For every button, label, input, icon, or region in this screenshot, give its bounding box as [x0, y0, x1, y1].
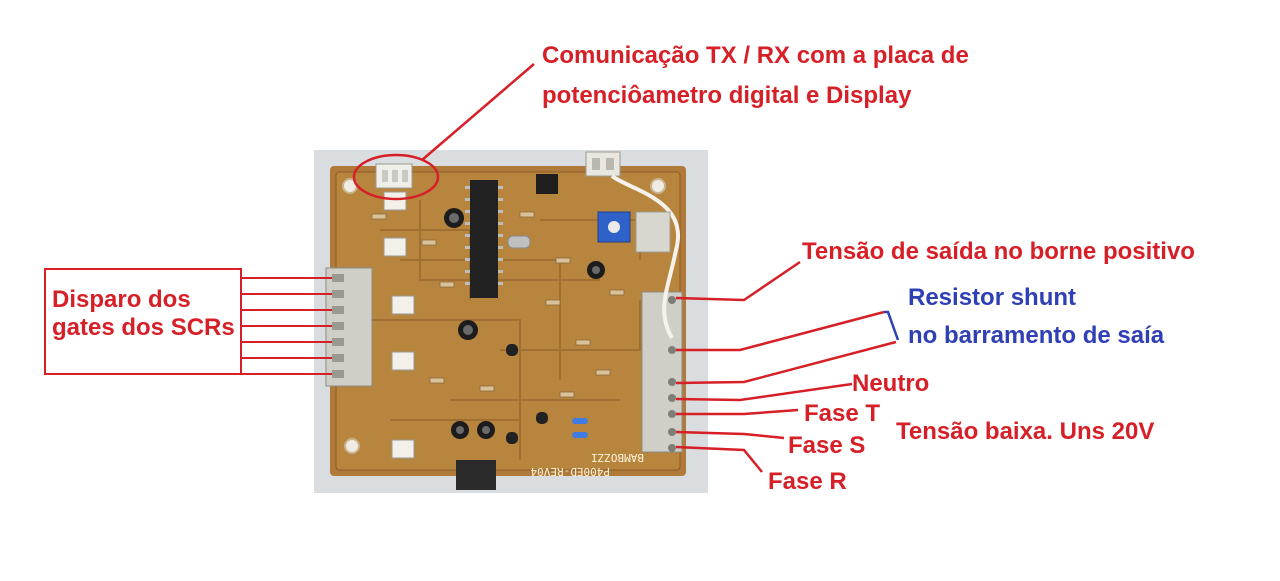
mounting-hole — [344, 438, 360, 454]
fase-t-label: Fase T — [804, 400, 881, 427]
gates-label-line1: Disparo dos — [52, 286, 191, 313]
pcb-brand: BAMBOZZI — [591, 451, 644, 464]
microcontroller-chip — [470, 180, 498, 298]
txrx-highlight-ellipse — [352, 153, 440, 201]
low-voltage-label: Tensão baixa. Uns 20V — [896, 418, 1155, 445]
top-connector — [585, 151, 621, 177]
output-voltage-label: Tensão de saída no borne positivo — [802, 238, 1195, 265]
comm-label-line2: potenciôametro digital e Display — [542, 82, 912, 109]
comm-label-line1: Comunicação TX / RX com a placa de — [542, 42, 969, 69]
optocouplers — [383, 191, 415, 459]
output-leader-lines — [675, 260, 897, 473]
output-terminal-block — [641, 291, 683, 453]
shunt-label-line2: no barramento de saía — [908, 322, 1165, 349]
neutro-label: Neutro — [852, 370, 930, 397]
shunt-label-line1: Resistor shunt — [908, 284, 1077, 311]
fase-r-label: Fase R — [768, 468, 847, 495]
comm-leader-line — [421, 63, 535, 161]
relay — [635, 211, 671, 253]
fase-s-label: Fase S — [788, 432, 866, 459]
capacitors — [444, 208, 605, 439]
regulator — [456, 460, 496, 490]
gate-leader-lines — [242, 277, 332, 375]
gates-label-line2: gates dos SCRs — [52, 314, 235, 341]
gate-label-box: Disparo dos gates dos SCRs — [44, 268, 242, 375]
wire-loop — [610, 174, 681, 339]
small-ic — [536, 174, 558, 194]
shunt-bracket — [884, 310, 900, 341]
pcb-silkscreen: P400ED-REV04 — [530, 465, 610, 478]
mounting-hole — [650, 178, 666, 194]
